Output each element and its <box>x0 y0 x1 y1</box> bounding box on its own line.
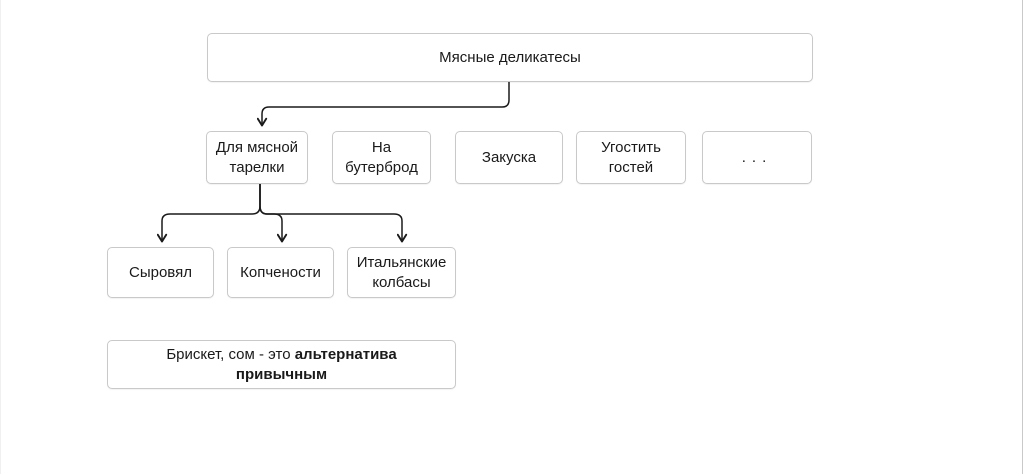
node-snack[interactable]: Закуска <box>455 131 563 184</box>
node-label: Мясные деликатесы <box>439 48 581 66</box>
connector-meat-plate-to-italian-sausages <box>259 183 408 243</box>
note-text-bold: альтернатива привычным <box>235 345 397 383</box>
canvas-edge-right <box>1022 0 1023 474</box>
node-label: Угостить гостей <box>601 138 661 176</box>
note-brisket-alternative[interactable]: Брискет, сом - это альтернатива привычны… <box>107 340 456 389</box>
node-label: На бутерброд <box>345 138 418 176</box>
note-text-regular: Брискет, сом - это <box>166 345 295 363</box>
node-smoked[interactable]: Копчености <box>227 247 334 298</box>
node-meat-delicacies[interactable]: Мясные деликатесы <box>207 33 813 82</box>
node-label: ... <box>741 148 773 166</box>
node-label: Закуска <box>481 148 537 166</box>
node-label: Для мясной тарелки <box>215 138 299 176</box>
node-italian-sausages[interactable]: Итальянские колбасы <box>347 247 456 298</box>
node-label: Копчености <box>240 263 321 281</box>
canvas-edge-left <box>0 0 1 474</box>
connector-root-to-meat-plate <box>256 81 510 127</box>
node-meat-plate[interactable]: Для мясной тарелки <box>206 131 308 184</box>
node-label: Сыровял <box>129 263 192 281</box>
node-label: Итальянские колбасы <box>356 253 447 291</box>
node-sandwich[interactable]: На бутерброд <box>332 131 431 184</box>
connector-meat-plate-to-smoked <box>259 183 288 243</box>
node-ellipsis-more[interactable]: ... <box>702 131 812 184</box>
note-text: Брискет, сом - это альтернатива привычны… <box>130 345 433 385</box>
node-treat-guests[interactable]: Угостить гостей <box>576 131 686 184</box>
connector-meat-plate-to-dry-cured <box>156 183 261 243</box>
node-dry-cured[interactable]: Сыровял <box>107 247 214 298</box>
